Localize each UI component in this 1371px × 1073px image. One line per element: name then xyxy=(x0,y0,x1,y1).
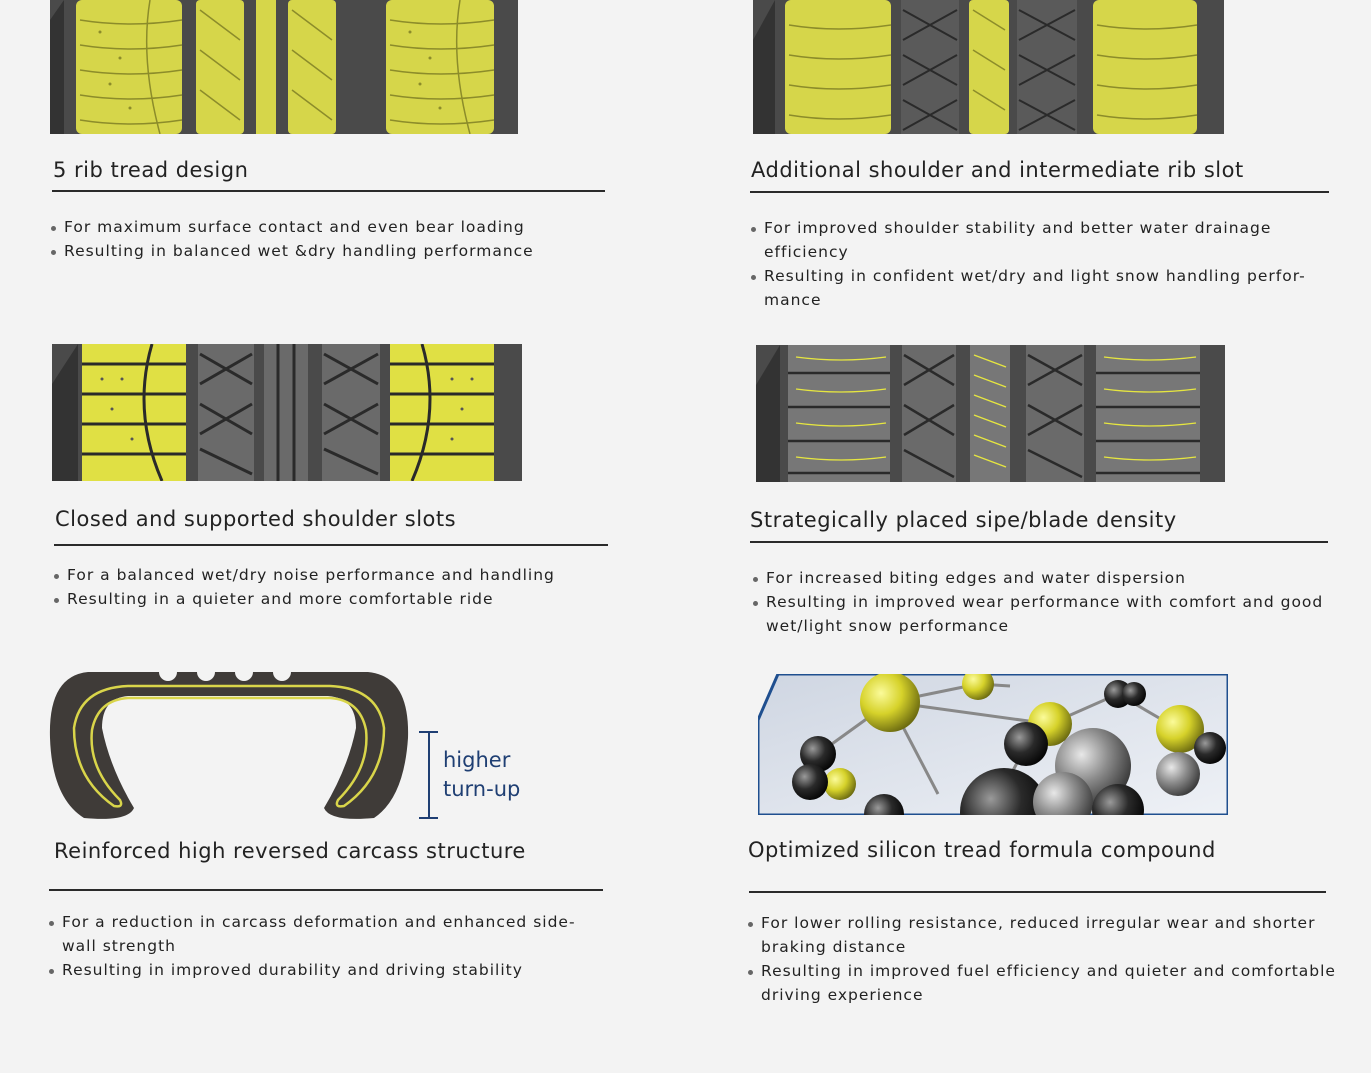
title-divider xyxy=(54,544,608,546)
feature-bullets: For a reduction in carcass deformation a… xyxy=(48,910,588,982)
bullet-item: Resulting in improved wear performance w… xyxy=(752,590,1327,638)
feature-title: 5 rib tread design xyxy=(53,158,249,182)
bullet-item: Resulting in improved durability and dri… xyxy=(48,958,588,982)
feature-bullets: For maximum surface contact and even bea… xyxy=(50,215,610,263)
feature-bullets: For a balanced wet/dry noise performance… xyxy=(53,563,613,611)
title-divider xyxy=(749,891,1326,893)
feature-title: Optimized silicon tread formula compound xyxy=(748,838,1216,862)
bullet-item: Resulting in confident wet/dry and light… xyxy=(750,264,1325,312)
bullet-item: For improved shoulder stability and bett… xyxy=(750,216,1325,264)
bullet-item: For increased biting edges and water dis… xyxy=(752,566,1327,590)
bullet-item: For maximum surface contact and even bea… xyxy=(50,215,610,239)
silicon-molecule-illustration xyxy=(758,674,1228,815)
bullet-item: Resulting in balanced wet &dry handling … xyxy=(50,239,610,263)
feature-title: Closed and supported shoulder slots xyxy=(55,507,457,531)
bullet-item: For lower rolling resistance, reduced ir… xyxy=(747,911,1342,959)
bullet-item: For a balanced wet/dry noise performance… xyxy=(53,563,613,587)
shoulder-rib-slot-tread-illustration xyxy=(753,0,1224,134)
feature-title: Additional shoulder and intermediate rib… xyxy=(751,158,1244,182)
turn-up-label-line1: higher xyxy=(443,748,511,772)
tire-carcass-cross-section-illustration xyxy=(48,668,410,822)
turn-up-label: higher turn-up xyxy=(443,746,520,804)
title-divider xyxy=(49,889,603,891)
bullet-item: Resulting in improved fuel efficiency an… xyxy=(747,959,1342,1007)
title-divider xyxy=(750,191,1329,193)
closed-shoulder-slot-tread-illustration xyxy=(52,344,522,481)
turn-up-label-line2: turn-up xyxy=(443,777,521,801)
title-divider xyxy=(750,541,1328,543)
bullet-item: Resulting in a quieter and more comforta… xyxy=(53,587,613,611)
feature-bullets: For increased biting edges and water dis… xyxy=(752,566,1327,638)
feature-title: Strategically placed sipe/blade density xyxy=(750,508,1177,532)
feature-bullets: For improved shoulder stability and bett… xyxy=(750,216,1325,312)
sipe-density-tread-illustration xyxy=(756,345,1225,482)
five-rib-tread-illustration xyxy=(50,0,518,134)
feature-bullets: For lower rolling resistance, reduced ir… xyxy=(747,911,1342,1007)
feature-title: Reinforced high reversed carcass structu… xyxy=(54,839,526,863)
title-divider xyxy=(52,190,605,192)
bullet-item: For a reduction in carcass deformation a… xyxy=(48,910,588,958)
turn-up-bracket xyxy=(419,731,439,819)
